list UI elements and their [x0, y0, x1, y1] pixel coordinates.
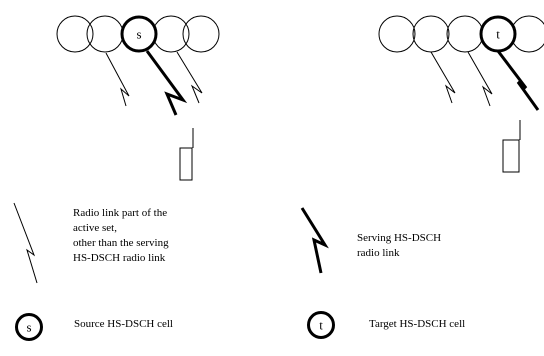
cell-circle — [56, 15, 94, 53]
non-serving-radio-link — [105, 52, 130, 107]
legend-source-cell-letter: s — [26, 320, 31, 335]
user-equipment-icon — [179, 128, 194, 181]
serving-radio-link — [145, 50, 188, 116]
legend-serving-link-label: Serving HS-DSCH radio link — [357, 232, 442, 259]
cell-circle — [86, 15, 124, 53]
cell-circle — [412, 15, 450, 53]
target-scenario: t — [378, 15, 544, 173]
user-equipment-icon — [502, 120, 521, 173]
legend-serving-link-symbol — [300, 207, 329, 274]
cell-circle — [152, 15, 190, 53]
legend: s t — [13, 202, 335, 341]
legend-non-serving-link-label: Radio link part of the active set, other… — [73, 207, 169, 264]
source-cell-cluster — [56, 15, 220, 53]
source-cell-letter: s — [136, 27, 141, 42]
non-serving-radio-link — [430, 51, 456, 104]
serving-radio-link — [496, 50, 540, 111]
legend-source-cell-label: Source HS-DSCH cell — [74, 318, 173, 330]
source-scenario: s — [56, 15, 220, 181]
legend-target-cell-letter: t — [319, 318, 323, 333]
non-serving-radio-link — [467, 51, 493, 107]
cell-circle — [446, 15, 484, 53]
legend-source-cell-symbol — [15, 313, 43, 341]
source-cell-circle — [120, 15, 158, 53]
cell-circle — [378, 15, 416, 53]
cell-circle — [182, 15, 220, 53]
legend-target-cell-symbol — [307, 311, 335, 339]
non-serving-radio-link — [176, 51, 203, 104]
target-cell-cluster — [378, 15, 544, 53]
target-cell-letter: t — [496, 27, 500, 42]
legend-target-cell-label: Target HS-DSCH cell — [369, 318, 466, 330]
legend-non-serving-link-symbol — [13, 202, 38, 284]
